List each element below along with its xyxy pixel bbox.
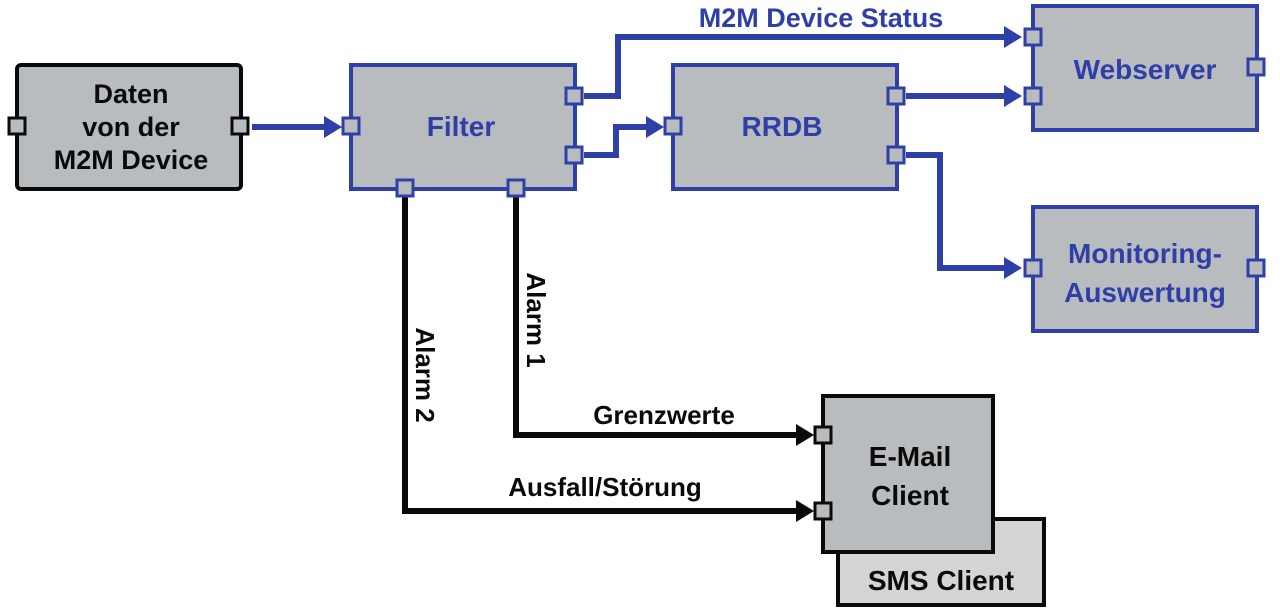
node-monitoring-line1: Monitoring- — [1068, 238, 1222, 269]
edge-label-status: M2M Device Status — [699, 3, 944, 33]
node-sms-label: SMS Client — [868, 565, 1014, 596]
port-square-icon — [886, 86, 906, 106]
port-square-icon — [813, 501, 833, 521]
node-source-line1: Daten — [93, 79, 168, 109]
edge-label-grenzwerte: Grenzwerte — [593, 400, 735, 430]
node-email-line1: E-Mail — [869, 441, 951, 472]
node-webserver: Webserver — [1023, 4, 1266, 132]
port-square-icon — [1246, 258, 1266, 278]
edge-source-filter — [252, 116, 342, 138]
port-square-icon — [230, 116, 250, 136]
node-email-line2: Client — [871, 480, 949, 511]
port-square-icon — [564, 145, 584, 165]
node-source-line2: von der — [82, 112, 180, 142]
node-source-line3: M2M Device — [54, 145, 209, 175]
port-square-icon — [813, 425, 833, 445]
node-monitoring: Monitoring- Auswertung — [1023, 205, 1266, 333]
edge-rrdb-monitoring — [906, 152, 1022, 279]
port-square-icon — [1246, 57, 1266, 77]
edge-label-alarm1: Alarm 1 — [521, 272, 551, 367]
edge-label-alarm2: Alarm 2 — [410, 327, 440, 422]
node-monitoring-line2: Auswertung — [1064, 277, 1226, 308]
port-square-icon — [506, 178, 526, 198]
node-rrdb: RRDB — [663, 63, 906, 191]
edge-filter-webserver — [584, 26, 1022, 99]
port-square-icon — [886, 145, 906, 165]
port-square-icon — [7, 116, 27, 136]
edge-filter-rrdb — [584, 116, 664, 158]
port-square-icon — [1023, 258, 1043, 278]
node-webserver-label: Webserver — [1074, 54, 1217, 85]
edge-rrdb-webserver — [906, 85, 1022, 107]
node-filter: Filter — [341, 63, 584, 198]
node-email: E-Mail Client — [813, 394, 995, 554]
port-square-icon — [395, 178, 415, 198]
port-square-icon — [1023, 27, 1043, 47]
port-square-icon — [663, 116, 683, 136]
node-rrdb-label: RRDB — [742, 111, 823, 142]
port-square-icon — [1023, 86, 1043, 106]
edge-alarm1 — [513, 196, 814, 446]
node-filter-label: Filter — [427, 111, 496, 142]
port-square-icon — [341, 116, 361, 136]
port-square-icon — [564, 86, 584, 106]
edge-alarm2 — [402, 196, 814, 522]
node-source: Daten von der M2M Device — [7, 63, 250, 191]
edge-label-ausfall: Ausfall/Störung — [508, 472, 702, 502]
